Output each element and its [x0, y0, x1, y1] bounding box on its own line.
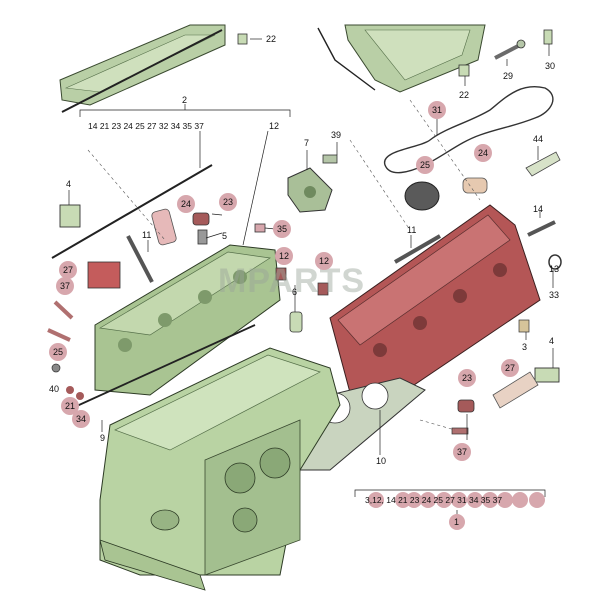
label-27: 27 [63, 265, 73, 275]
part-30-screw [543, 29, 553, 45]
label-37: 37 [60, 281, 70, 291]
label-27-right: 27 [505, 363, 515, 373]
part-29-bolt [494, 39, 526, 60]
part-24-sleeve [462, 177, 488, 194]
label-6: 6 [292, 287, 297, 297]
label-5: 5 [222, 231, 227, 241]
label-7: 7 [304, 138, 309, 148]
label-1: 1 [454, 517, 459, 527]
label-44: 44 [533, 134, 543, 144]
label-33: 33 [549, 290, 559, 300]
part-22-plug [237, 33, 262, 45]
leader-lines [68, 44, 554, 517]
label-25: 25 [420, 160, 430, 170]
label-24-left: 24 [181, 199, 191, 209]
part-24-sleeve-left [151, 208, 177, 246]
part-2-guide-rail [51, 164, 213, 259]
part-12-clip-left [275, 267, 287, 281]
callout-badges [49, 101, 545, 530]
part-12-clip-right [317, 282, 329, 296]
label-14: 14 [533, 204, 543, 214]
label-22-right: 22 [459, 90, 469, 100]
label-12-a: 12 [279, 251, 289, 261]
label-24: 24 [478, 148, 488, 158]
label-2-parts: 14 21 23 24 25 27 32 34 35 37 [88, 121, 204, 131]
label-13: 13 [549, 264, 559, 274]
part-3-bushing [518, 319, 530, 333]
cylinder-head-cover-left [59, 24, 226, 113]
part-23-seal-left [192, 212, 210, 226]
label-35: 35 [277, 224, 287, 234]
part-27-tensioner-right [492, 371, 539, 409]
label-22: 22 [266, 34, 276, 44]
part-11-bolt-left [126, 235, 154, 283]
part-9-gasket [67, 324, 256, 411]
label-31: 31 [432, 105, 442, 115]
part-4-bracket-left [59, 204, 81, 228]
part-labels: 22 2 14 21 23 24 25 27 32 34 35 37 12 29… [49, 34, 559, 527]
cylinder-head-left [94, 244, 281, 396]
part-40-plug [51, 363, 61, 373]
label-4: 4 [66, 179, 71, 189]
label-25-left: 25 [53, 347, 63, 357]
part-31-gasket [384, 86, 554, 174]
part-14-bolt [527, 220, 556, 237]
label-34: 34 [76, 414, 86, 424]
cylinder-head-cover-right [317, 24, 486, 93]
label-39: 39 [331, 130, 341, 140]
part-6-sleeve [289, 311, 303, 333]
part-27-tensioner-left [87, 261, 121, 289]
label-11: 11 [142, 230, 151, 240]
label-12: 12 [269, 121, 279, 131]
part-23-seal-right [457, 399, 475, 413]
part-13-ring [548, 254, 562, 270]
part-22-plug-right [458, 64, 470, 77]
part-37-pin-left [53, 300, 74, 320]
part-5-valve [197, 229, 208, 245]
label-1-parts: 3,12, 14 21 23 24 25 27 31 34 35 37 [365, 495, 502, 505]
part-39-bolt [322, 154, 338, 164]
part-34-seal [76, 392, 84, 400]
part-7-flange [287, 167, 333, 213]
label-2: 2 [182, 95, 187, 105]
label-23: 23 [223, 197, 233, 207]
cylinder-head-right [329, 204, 541, 409]
part-21-seal [66, 386, 74, 394]
label-10: 10 [376, 456, 386, 466]
label-3: 3 [522, 342, 527, 352]
engine-block [99, 347, 341, 591]
part-25-cap [404, 181, 440, 211]
part-35-pin [254, 223, 266, 233]
watermark-text: MPARTS [218, 262, 365, 300]
label-9: 9 [100, 433, 105, 443]
label-29: 29 [503, 71, 513, 81]
part-37-pin-right [451, 427, 469, 435]
label-30: 30 [545, 61, 555, 71]
part-44-tube [525, 151, 561, 177]
label-37-right: 37 [457, 447, 467, 457]
label-4-right: 4 [549, 336, 554, 346]
label-23-right: 23 [462, 373, 472, 383]
part-4-bracket-right [534, 367, 560, 383]
label-11-right: 11 [407, 225, 416, 235]
label-21: 21 [65, 401, 75, 411]
part-11-bolt-right [393, 234, 442, 264]
part-25-pin-left [47, 328, 71, 342]
label-12-b: 12 [319, 256, 329, 266]
assembly-guides [87, 99, 481, 431]
label-40: 40 [49, 384, 59, 394]
